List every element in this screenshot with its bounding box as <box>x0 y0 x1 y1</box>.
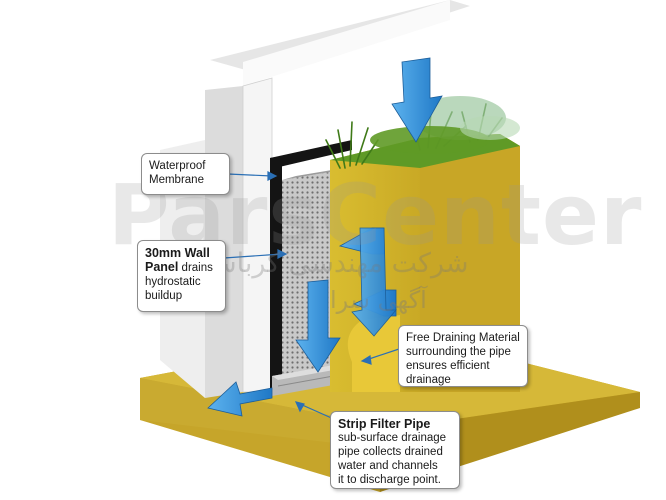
callout-bold-text: Panel <box>145 260 179 274</box>
callout-waterproof-membrane: Waterproof Membrane <box>141 153 230 195</box>
callout-strip-filter-pipe: Strip Filter Pipe sub-surface drainage p… <box>330 411 460 489</box>
arrow-down-topsoil <box>391 57 443 143</box>
waterproof-membrane <box>270 140 352 392</box>
callout-text: ensures efficient <box>406 360 490 372</box>
callout-text: surrounding the pipe <box>406 346 511 358</box>
arrow-discharge <box>207 381 273 417</box>
callout-text: drainage <box>406 374 451 386</box>
callout-text: hydrostatic <box>145 276 201 288</box>
callout-text: pipe collects drained <box>338 446 443 458</box>
callout-free-draining-material: Free Draining Material surrounding the p… <box>398 325 528 387</box>
arrow-down-panel <box>295 279 341 373</box>
watermark-farsi-line2: آگهی سرا <box>330 286 427 314</box>
callout-text: buildup <box>145 290 183 302</box>
callout-text: Membrane <box>149 174 204 186</box>
callout-text: drains <box>178 262 213 274</box>
callout-text: water and channels <box>338 460 438 472</box>
callout-text: sub-surface drainage <box>338 432 447 444</box>
callout-text: Free Draining Material <box>406 332 520 344</box>
callout-text: Waterproof <box>149 160 206 172</box>
callout-text: it to discharge point. <box>338 474 441 486</box>
arrow-diagonal-soil <box>351 227 397 337</box>
callout-title: Strip Filter Pipe <box>338 417 431 431</box>
watermark-farsi-line1: شرکت مهندسی کرباسی <box>191 248 469 279</box>
flow-arrows <box>207 57 443 417</box>
grass-shrubs <box>370 96 520 154</box>
leader-lines <box>223 171 403 421</box>
callout-bold-text: 30mm Wall <box>145 246 210 260</box>
callout-wall-panel: 30mm Wall Panel drains hydrostatic build… <box>137 240 226 312</box>
